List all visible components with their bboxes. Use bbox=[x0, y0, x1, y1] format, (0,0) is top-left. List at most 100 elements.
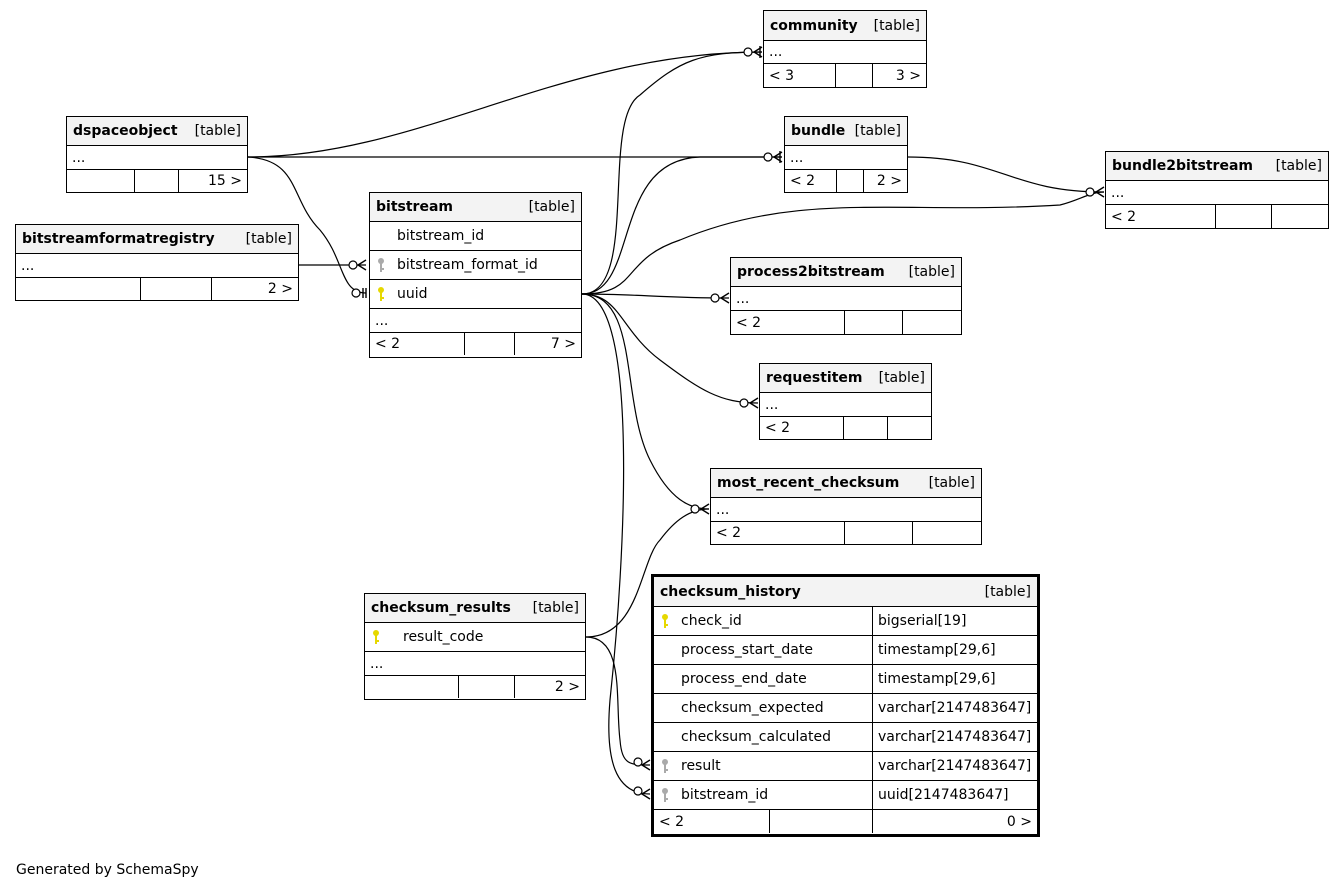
ellipsis-row: ... bbox=[764, 41, 926, 64]
column-row[interactable]: bitstream_id uuid[2147483647] bbox=[654, 781, 1037, 810]
edge-bundle-bundle2bitstream bbox=[907, 156, 1105, 193]
edge-dspaceobject-bitstream bbox=[247, 156, 367, 294]
nav-row[interactable]: 15 > bbox=[67, 170, 247, 192]
table-name: community bbox=[770, 17, 858, 34]
nav-row[interactable]: < 2 bbox=[711, 522, 981, 544]
table-bundle[interactable]: bundle [table] ... < 2 2 > bbox=[784, 116, 908, 193]
nav-parents[interactable]: < 2 bbox=[654, 810, 770, 833]
nav-middle bbox=[845, 522, 913, 544]
nav-parents bbox=[67, 170, 135, 192]
ellipsis: ... bbox=[736, 290, 750, 307]
nav-parents[interactable]: < 2 bbox=[711, 522, 845, 544]
table-requestitem[interactable]: requestitem [table] ... < 2 bbox=[759, 363, 932, 440]
table-community[interactable]: community [table] ... < 3 3 > bbox=[763, 10, 927, 88]
column-row[interactable]: bitstream_format_id bbox=[370, 251, 581, 280]
column-name: checksum_calculated bbox=[676, 723, 873, 751]
column-type: varchar[2147483647] bbox=[878, 700, 1032, 716]
nav-parents[interactable]: < 2 bbox=[760, 417, 844, 439]
ellipsis: ... bbox=[790, 149, 804, 166]
column-row[interactable]: result_code bbox=[365, 623, 585, 652]
nav-children[interactable]: 7 > bbox=[550, 336, 576, 352]
column-type: varchar[2147483647] bbox=[878, 758, 1032, 774]
generated-by-footer: Generated by SchemaSpy bbox=[16, 862, 199, 878]
ellipsis: ... bbox=[375, 312, 389, 329]
table-bitstreamformatregistry[interactable]: bitstreamformatregistry [table] ... 2 > bbox=[15, 224, 299, 301]
column-type: bigserial[19] bbox=[878, 613, 967, 629]
nav-parents bbox=[365, 676, 459, 698]
table-name: dspaceobject bbox=[73, 123, 178, 139]
table-kind: [table] bbox=[878, 370, 925, 386]
table-most-recent-checksum[interactable]: most_recent_checksum [table] ... < 2 bbox=[710, 468, 982, 545]
table-header: bundle2bitstream [table] bbox=[1106, 152, 1328, 181]
nav-row[interactable]: 2 > bbox=[365, 676, 585, 698]
column-type: uuid[2147483647] bbox=[878, 787, 1009, 803]
column-name: uuid bbox=[397, 286, 428, 302]
column-name: bitstream_format_id bbox=[397, 257, 538, 273]
nav-row[interactable]: 2 > bbox=[16, 278, 298, 300]
column-row[interactable]: uuid bbox=[370, 280, 581, 309]
ellipsis-row: ... bbox=[16, 254, 298, 278]
table-kind: [table] bbox=[928, 475, 975, 491]
table-header: requestitem [table] bbox=[760, 364, 931, 393]
nav-middle bbox=[1216, 205, 1272, 228]
column-row[interactable]: checksum_calculated varchar[2147483647] bbox=[654, 723, 1037, 752]
column-type: varchar[2147483647] bbox=[878, 729, 1032, 745]
nav-middle bbox=[465, 333, 515, 355]
column-name: bitstream_id bbox=[676, 781, 873, 809]
edge-bitstream-bundle bbox=[581, 156, 782, 295]
nav-parents[interactable]: < 2 bbox=[370, 333, 465, 355]
edge-results-mrc bbox=[585, 508, 710, 638]
nav-middle bbox=[844, 417, 888, 439]
column-row[interactable]: bitstream_id bbox=[370, 222, 581, 251]
nav-row[interactable]: < 2 bbox=[1106, 205, 1328, 228]
nav-row[interactable]: < 3 3 > bbox=[764, 64, 926, 87]
ellipsis-row: ... bbox=[760, 393, 931, 417]
nav-row[interactable]: < 2 0 > bbox=[654, 810, 1037, 833]
column-name: checksum_expected bbox=[676, 694, 873, 722]
nav-row[interactable]: < 2 2 > bbox=[785, 170, 907, 192]
table-kind: [table] bbox=[245, 231, 292, 247]
table-name: process2bitstream bbox=[737, 264, 885, 280]
column-row[interactable]: process_start_date timestamp[29,6] bbox=[654, 636, 1037, 665]
nav-children[interactable]: 15 > bbox=[208, 173, 242, 189]
ellipsis: ... bbox=[72, 149, 86, 166]
nav-children bbox=[888, 417, 931, 439]
nav-middle bbox=[141, 278, 212, 300]
table-name: checksum_history bbox=[660, 583, 801, 600]
table-process2bitstream[interactable]: process2bitstream [table] ... < 2 bbox=[730, 257, 962, 335]
table-bundle2bitstream[interactable]: bundle2bitstream [table] ... < 2 bbox=[1105, 151, 1329, 229]
column-row[interactable]: checksum_expected varchar[2147483647] bbox=[654, 694, 1037, 723]
table-dspaceobject[interactable]: dspaceobject [table] ... 15 > bbox=[66, 116, 248, 193]
nav-parents[interactable]: < 2 bbox=[731, 311, 845, 334]
table-name: bitstream bbox=[376, 199, 453, 215]
nav-row[interactable]: < 2 bbox=[731, 311, 961, 334]
table-checksum-results[interactable]: checksum_results [table] result_code ...… bbox=[364, 593, 586, 700]
table-name: requestitem bbox=[766, 370, 863, 386]
nav-children[interactable]: 2 > bbox=[267, 281, 293, 297]
column-row[interactable]: result varchar[2147483647] bbox=[654, 752, 1037, 781]
column-row[interactable]: check_id bigserial[19] bbox=[654, 607, 1037, 636]
table-header: checksum_results [table] bbox=[365, 594, 585, 623]
nav-middle bbox=[459, 676, 515, 698]
ellipsis-row: ... bbox=[370, 309, 581, 333]
nav-parents[interactable]: < 2 bbox=[1106, 205, 1216, 228]
nav-children[interactable]: 2 > bbox=[876, 173, 902, 189]
table-header: checksum_history [table] bbox=[654, 577, 1037, 607]
table-name: checksum_results bbox=[371, 600, 511, 616]
column-name: result bbox=[676, 752, 873, 780]
nav-row[interactable]: < 2 7 > bbox=[370, 333, 581, 355]
nav-parents[interactable]: < 2 bbox=[785, 170, 837, 192]
nav-children[interactable]: 2 > bbox=[554, 679, 580, 695]
nav-row[interactable]: < 2 bbox=[760, 417, 931, 439]
primary-key-icon bbox=[365, 629, 387, 645]
nav-parents[interactable]: < 3 bbox=[764, 64, 836, 87]
table-bitstream[interactable]: bitstream [table] bitstream_id bitstream… bbox=[369, 192, 582, 358]
table-kind: [table] bbox=[1275, 158, 1322, 174]
ellipsis-row: ... bbox=[711, 498, 981, 522]
table-name: most_recent_checksum bbox=[717, 475, 900, 491]
nav-children[interactable]: 3 > bbox=[895, 67, 921, 84]
table-checksum-history[interactable]: checksum_history [table] check_id bigser… bbox=[651, 574, 1040, 837]
ellipsis: ... bbox=[21, 257, 35, 274]
column-row[interactable]: process_end_date timestamp[29,6] bbox=[654, 665, 1037, 694]
